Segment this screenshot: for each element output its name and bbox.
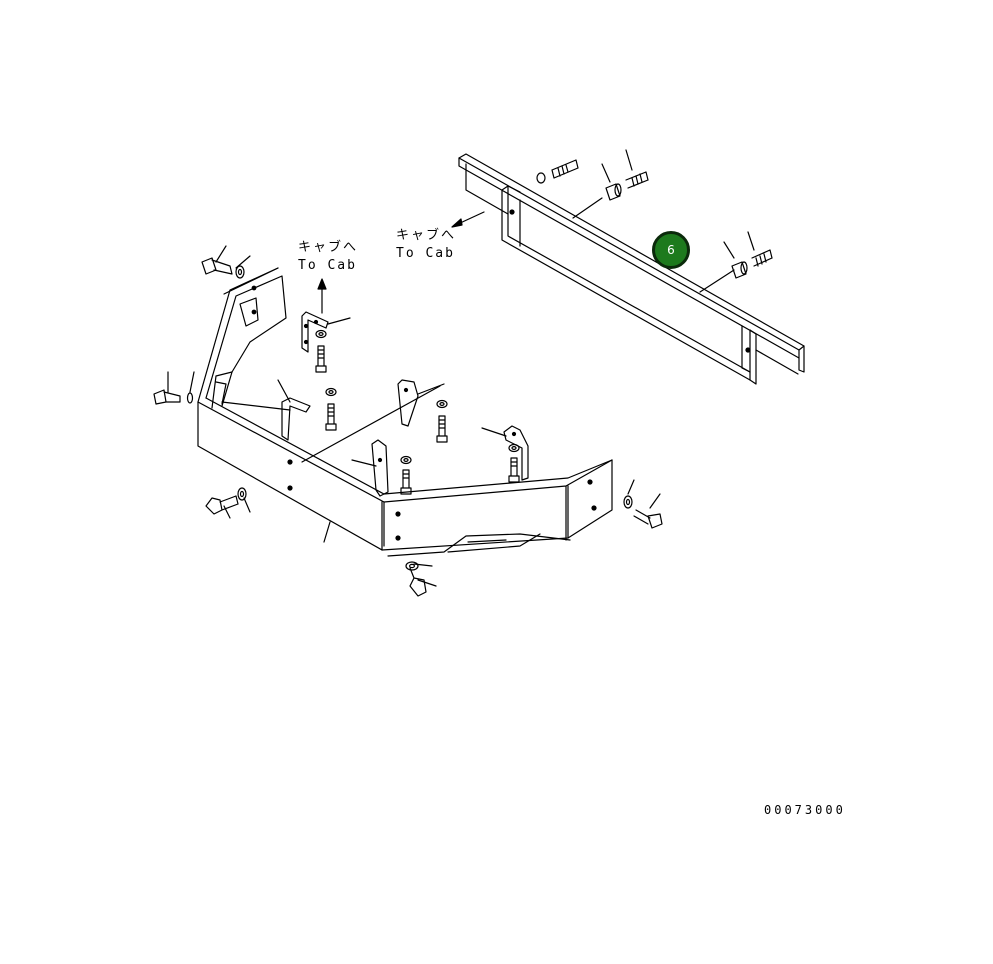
to-cab-label-right-jp: キャブへ <box>396 228 457 243</box>
drawing-number: 00073000 <box>764 803 846 817</box>
beam-spacer-right <box>731 249 773 279</box>
to-cab-label-left-jp: キャブへ <box>298 240 359 255</box>
to-cab-label-right-en: To Cab <box>396 246 455 261</box>
bracket-right <box>481 425 529 481</box>
horizontal-bolts <box>153 245 663 597</box>
beam-spacer-left <box>605 171 649 201</box>
vertical-bolts <box>315 345 520 495</box>
to-cab-label-left-en: To Cab <box>298 258 357 273</box>
front-guard-frame <box>197 267 613 557</box>
bracket-center <box>397 379 445 427</box>
to-cab-arrow-left <box>317 278 327 314</box>
beam-bolt-top <box>536 159 579 184</box>
bracket-center-low <box>351 439 389 497</box>
washers <box>186 265 633 571</box>
to-cab-arrow-right <box>451 211 485 228</box>
part-callout-6[interactable]: 6 <box>652 231 690 269</box>
bracket-left-upper <box>301 311 351 353</box>
cross-rail-beam <box>458 149 805 385</box>
bracket-left-lower <box>221 379 311 441</box>
callout-number: 6 <box>667 243 675 257</box>
